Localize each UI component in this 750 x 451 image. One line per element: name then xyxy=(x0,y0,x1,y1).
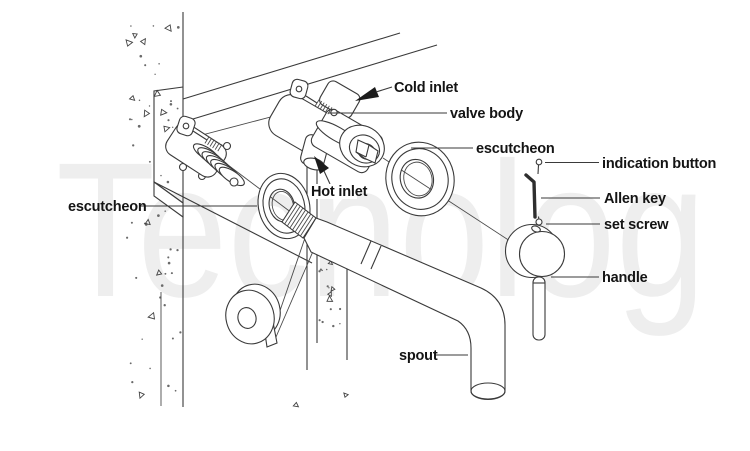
label-allen-key: Allen key xyxy=(604,191,666,207)
wall-niche-sill xyxy=(153,180,184,219)
label-indication-button: indication button xyxy=(602,156,716,172)
label-valve-body: valve body xyxy=(450,106,523,122)
rough-in-valve xyxy=(165,115,245,187)
cold-inlet-arrow xyxy=(355,87,379,101)
coil-spring xyxy=(192,143,245,187)
wall-plane-top-edge xyxy=(182,32,401,100)
seal-tape-roll xyxy=(225,234,315,348)
spout-joint-line xyxy=(360,240,372,265)
spout-part xyxy=(281,201,506,401)
cartridge-stem xyxy=(355,139,379,164)
mounting-screw-left xyxy=(192,130,223,152)
set-screw-part xyxy=(535,218,543,226)
spout-joint-line xyxy=(370,245,382,270)
label-hot-inlet: Hot inlet xyxy=(311,184,368,200)
allen-key-part xyxy=(524,173,537,219)
label-escutcheon-left: escutcheon xyxy=(68,199,147,215)
wall-texture-speckles xyxy=(125,24,350,408)
spout-threads xyxy=(281,201,317,239)
handle-assembly xyxy=(504,158,566,341)
label-escutcheon-right: escutcheon xyxy=(476,141,555,157)
label-spout: spout xyxy=(399,348,438,364)
label-set-screw: set screw xyxy=(604,217,669,233)
wall-plane-second-edge xyxy=(182,44,438,123)
label-handle: handle xyxy=(602,270,648,286)
hot-inlet-arrow xyxy=(314,156,329,174)
annotations: Cold inlet valve body escutcheon Hot inl… xyxy=(68,80,716,364)
indication-button-part xyxy=(535,158,543,166)
escutcheon-right-part xyxy=(385,141,455,217)
mounting-screw-main xyxy=(305,95,338,117)
valve-body-part xyxy=(268,78,385,174)
wall-plane-bottom-edge xyxy=(153,181,313,264)
label-cold-inlet: Cold inlet xyxy=(394,80,458,96)
handle-lever xyxy=(532,276,546,341)
